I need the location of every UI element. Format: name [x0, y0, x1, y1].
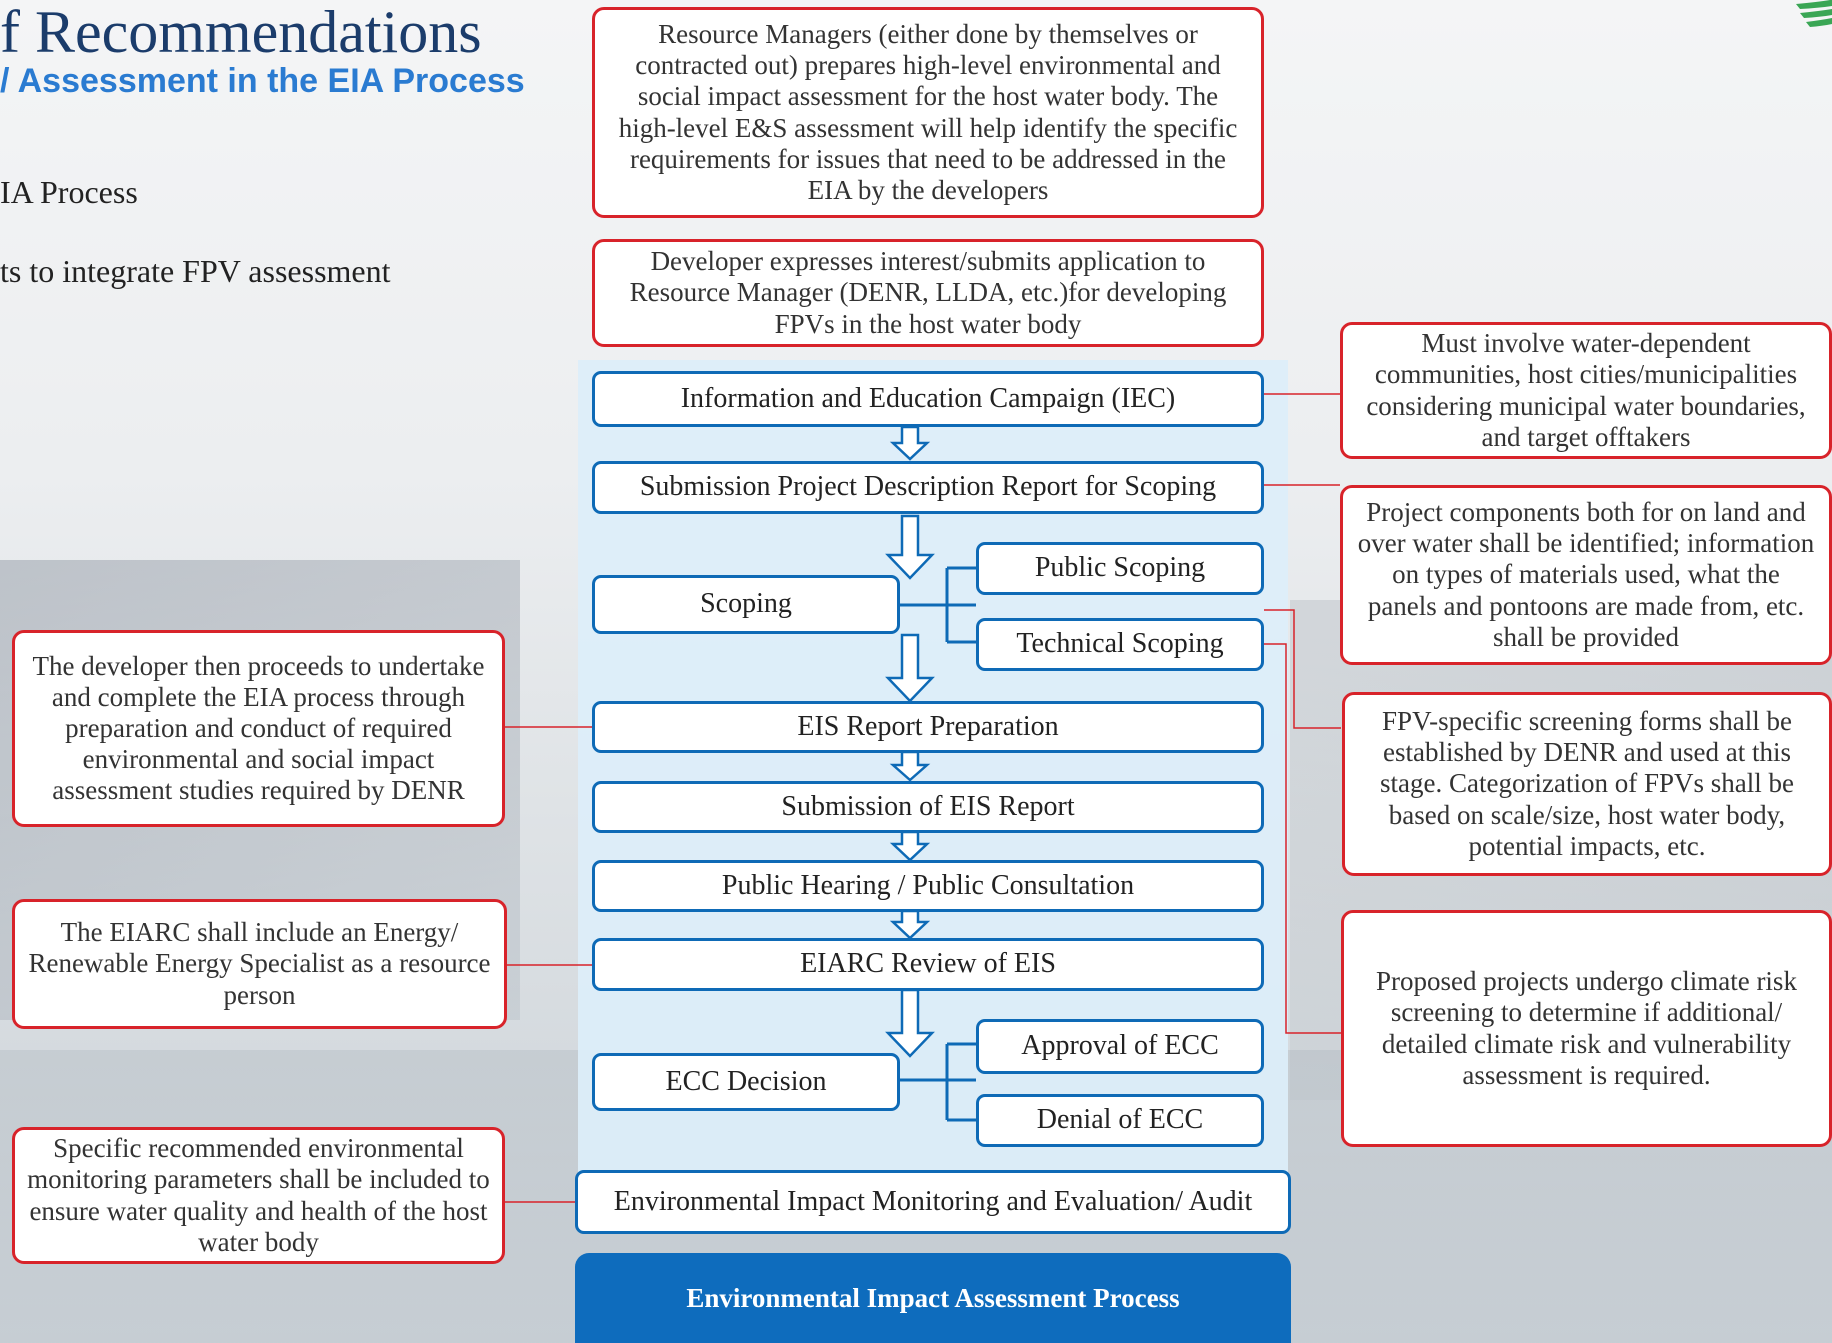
step-scoping: Scoping: [592, 575, 900, 634]
bullet-text-1: IA Process: [0, 174, 138, 210]
step-eis-submission: Submission of EIS Report: [592, 781, 1264, 833]
monitoring-parameters-note: Specific recommended environmental monit…: [12, 1127, 505, 1264]
arrow-down-icon: [885, 988, 935, 1058]
step-eiarc-review: EIARC Review of EIS: [592, 938, 1264, 991]
climate-risk-note: Proposed projects undergo climate risk s…: [1341, 910, 1832, 1147]
arrow-down-icon: [885, 514, 935, 580]
developer-proceeds-note: The developer then proceeds to undertake…: [12, 630, 505, 827]
developer-interest-note: Developer expresses interest/submits app…: [592, 239, 1264, 347]
step-denial-ecc: Denial of ECC: [976, 1094, 1264, 1147]
eiarc-specialist-note: The EIARC shall include an Energy/ Renew…: [12, 899, 507, 1029]
arrow-down-icon: [889, 909, 931, 940]
project-components-note: Project components both for on land and …: [1340, 485, 1832, 665]
step-public-hearing: Public Hearing / Public Consultation: [592, 860, 1264, 912]
arrow-down-icon: [889, 750, 931, 782]
step-ecc-decision: ECC Decision: [592, 1053, 900, 1111]
water-communities-note: Must involve water-dependent communities…: [1340, 322, 1832, 459]
step-iec: Information and Education Campaign (IEC): [592, 371, 1264, 427]
step-public-scoping: Public Scoping: [976, 542, 1264, 595]
step-eis-preparation: EIS Report Preparation: [592, 701, 1264, 753]
arrow-down-icon: [885, 633, 935, 703]
arrow-down-icon: [889, 425, 931, 461]
slide-title: f Recommendations: [0, 0, 482, 65]
eia-process-footer: Environmental Impact Assessment Process: [575, 1253, 1291, 1343]
slide-subtitle: / Assessment in the EIA Process: [0, 62, 525, 100]
step-technical-scoping: Technical Scoping: [976, 618, 1264, 671]
step-approval-ecc: Approval of ECC: [976, 1019, 1264, 1074]
screening-forms-note: FPV-specific screening forms shall be es…: [1342, 692, 1832, 876]
step-monitoring-audit: Environmental Impact Monitoring and Eval…: [575, 1170, 1291, 1234]
step-submission-pdr: Submission Project Description Report fo…: [592, 461, 1264, 514]
arrow-down-icon: [889, 830, 931, 862]
bullet-text-2: ts to integrate FPV assessment: [0, 253, 391, 289]
organization-logo-icon: [1796, 0, 1832, 27]
resource-managers-note: Resource Managers (either done by themse…: [592, 7, 1264, 218]
